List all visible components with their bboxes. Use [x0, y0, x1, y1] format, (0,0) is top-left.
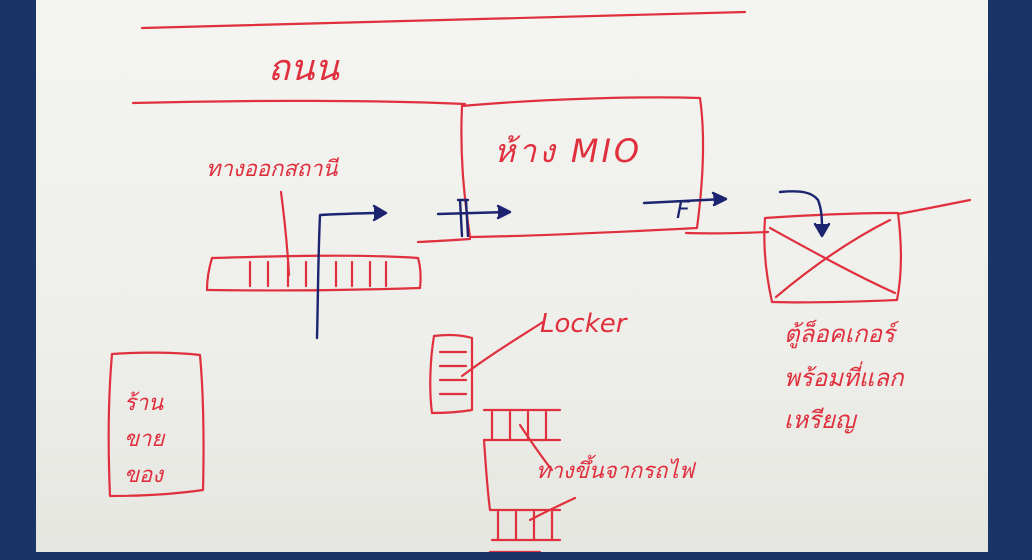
mall-entry-arrow [436, 210, 510, 216]
train-label-pointer [518, 423, 554, 472]
exit-label-pointer [279, 190, 291, 277]
locker-box-label-line3: เหรียญ [784, 406, 858, 434]
paper-sheet [36, 0, 988, 560]
station-exit-label: ทางออกสถานี [206, 157, 339, 182]
shop-label-line1: ร้าน [124, 391, 164, 416]
exit-stairs-bottom [205, 286, 422, 292]
train-entrance-label: ทางขึ้นจากรถไฟ [536, 454, 696, 484]
locker-entry-arrow [778, 190, 824, 234]
mall-left-door [456, 198, 470, 238]
locker-box-label-line1: ตู้ล็อคเกอร์ [784, 319, 900, 349]
mall-label: ห้าง MIO [494, 132, 642, 170]
shop-label-line2: ขาย [124, 427, 166, 452]
locker-box-outline [763, 211, 902, 304]
mall-exit-arrowhead [711, 191, 728, 207]
locker-entry-arrowhead [813, 222, 831, 238]
blue-ink-layer [315, 190, 831, 340]
road-top-line [140, 10, 747, 30]
lockers-label: Locker [540, 309, 629, 339]
train-stairs-side [482, 438, 492, 512]
exit-arrowhead [372, 204, 388, 222]
locker-box-label-line2: พร้อมที่แลก [784, 361, 905, 392]
mall-right-door-marker: F [676, 196, 691, 224]
exit-stairs-right [416, 256, 422, 290]
locker-box-cross-1 [774, 218, 892, 299]
shop-label-line3: ของ [124, 463, 165, 488]
shop-box-outline [107, 351, 205, 498]
exit-stairs-left [205, 256, 214, 292]
mall-exit-arrow [642, 197, 726, 205]
exit-path-arrow [315, 211, 386, 340]
locker-label-pointer [460, 320, 545, 378]
road-right-line-2 [896, 198, 972, 216]
bottom-frame-band [0, 552, 1032, 560]
red-labels: ถนน ห้าง MIO ทางออกสถานี Locker ทางขึ้นจ… [124, 48, 905, 488]
road-right-line [684, 230, 770, 235]
exit-stairs-top [210, 254, 420, 260]
mall-left-line [416, 237, 472, 244]
road-bottom-line [131, 99, 467, 106]
locker-box-cross-2 [768, 226, 897, 295]
train-label-pointer-2 [528, 496, 577, 522]
road-label: ถนน [268, 48, 340, 89]
mall-entry-arrowhead [496, 204, 512, 220]
locker-symbol-outline [429, 333, 474, 415]
